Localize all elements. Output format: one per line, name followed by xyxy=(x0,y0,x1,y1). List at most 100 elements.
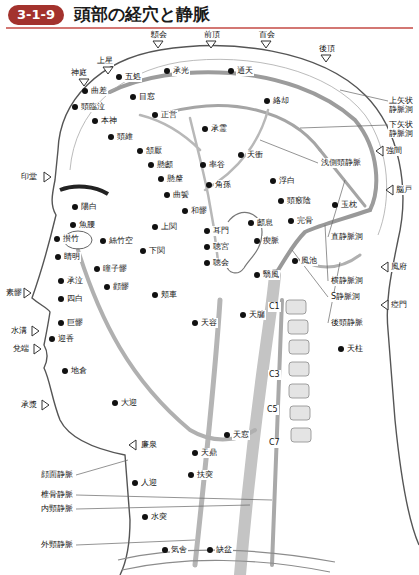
point-label: 通天 xyxy=(236,66,254,76)
cervical-spine xyxy=(286,300,311,442)
point-label: 浮白 xyxy=(278,176,296,186)
title: 頭部の経穴と静脈 xyxy=(74,4,210,24)
point-label: 四白 xyxy=(66,294,84,304)
point-label: 本神 xyxy=(100,116,118,126)
point-label: 上星 xyxy=(96,56,114,66)
point-label: 角孫 xyxy=(214,180,232,190)
point-label: 瞳子髎 xyxy=(102,264,128,274)
point-label: 攅竹 xyxy=(62,234,80,244)
point-label: 懸顱 xyxy=(156,160,174,170)
point-label: 頭維 xyxy=(116,132,134,142)
point-label: 天衝 xyxy=(246,150,264,160)
point-label: 耳門 xyxy=(212,226,230,236)
point-label: 懸釐 xyxy=(166,174,184,184)
point-label: 睛明 xyxy=(63,252,81,262)
point-label: 浅側頭静脈 xyxy=(320,158,362,168)
point-label: 承霊 xyxy=(210,124,228,134)
point-label: 頭竅陰 xyxy=(286,196,312,206)
point-label: 下矢状静脈洞 xyxy=(388,120,416,138)
point-label: 水突 xyxy=(150,512,168,522)
point-label: 素髎 xyxy=(5,288,23,298)
point-label: 頷厭 xyxy=(145,146,163,156)
point-label: 曲差 xyxy=(90,86,108,96)
point-label: 後頭静脈 xyxy=(330,318,364,328)
point-label: 頬車 xyxy=(160,290,178,300)
point-label: 承漿 xyxy=(20,400,38,410)
head-outline xyxy=(58,46,419,545)
section-number: 3-1-9 xyxy=(17,7,55,22)
point-label: 頭臨泣 xyxy=(80,102,106,112)
leader-lines xyxy=(76,90,388,545)
point-label: 扶突 xyxy=(196,470,214,480)
point-label: 脳戸 xyxy=(395,185,413,195)
point-label: 天容 xyxy=(200,318,218,328)
point-label: 曲鬢 xyxy=(172,190,190,200)
point-label: 前頂 xyxy=(203,30,221,40)
point-label: 椎骨静脈 xyxy=(40,490,74,500)
point-label: 率谷 xyxy=(208,160,226,170)
point-label: S静脈洞 xyxy=(330,292,361,302)
point-label: 気舎 xyxy=(170,545,188,555)
point-label: 下関 xyxy=(148,246,166,256)
point-label: 和髎 xyxy=(190,206,208,216)
point-label: 顖会 xyxy=(150,30,168,40)
point-label: 水溝 xyxy=(10,326,28,336)
point-label: 瘂門 xyxy=(390,300,408,310)
point-label: 瘈脈 xyxy=(262,236,280,246)
point-label: 人迎 xyxy=(140,478,158,488)
point-label: C5 xyxy=(266,405,279,415)
point-label: 魚腰 xyxy=(78,220,96,230)
point-label: 上矢状静脈洞 xyxy=(388,96,416,114)
skull-line xyxy=(70,59,387,235)
point-label: 顱息 xyxy=(256,218,274,228)
acupoint-dots xyxy=(49,68,344,553)
point-label: 五処 xyxy=(124,72,142,82)
point-label: 絲竹空 xyxy=(108,236,134,246)
point-label: 内頸静脈 xyxy=(40,504,74,514)
point-label: 大迎 xyxy=(120,398,138,408)
veins xyxy=(78,72,376,575)
point-label: 正営 xyxy=(160,110,178,120)
eyebrow xyxy=(60,187,108,194)
point-label: 翳風 xyxy=(262,270,280,280)
point-label: 絡却 xyxy=(272,96,290,106)
point-label: 完骨 xyxy=(296,216,314,226)
point-label: 強間 xyxy=(385,146,403,156)
point-label: C7 xyxy=(268,438,281,448)
point-label: 天牖 xyxy=(248,310,266,320)
point-label: 横静脈洞 xyxy=(330,276,364,286)
face-profile xyxy=(32,150,130,575)
point-label: 風府 xyxy=(390,262,408,272)
point-label: 上関 xyxy=(160,222,178,232)
point-label: 風池 xyxy=(300,256,318,266)
point-label: 聴宮 xyxy=(212,242,230,252)
point-label: 顴髎 xyxy=(112,282,130,292)
section-badge: 3-1-9 xyxy=(8,5,64,25)
point-label: 承光 xyxy=(172,66,190,76)
point-label: 目窓 xyxy=(138,92,156,102)
point-label: 神庭 xyxy=(70,68,88,78)
point-label: C1 xyxy=(268,302,281,312)
point-label: 天柱 xyxy=(346,344,364,354)
point-label: 外頸静脈 xyxy=(40,540,74,550)
point-label: 迎香 xyxy=(57,334,75,344)
point-label: 後頂 xyxy=(318,44,336,54)
point-label: C3 xyxy=(268,370,281,380)
point-label: 兌端 xyxy=(12,344,30,354)
point-label: 直静脈洞 xyxy=(330,232,364,242)
point-label: 陽白 xyxy=(80,202,98,212)
point-label: 印堂 xyxy=(20,172,38,182)
header-rule xyxy=(6,27,413,29)
point-label: 百会 xyxy=(258,30,276,40)
point-label: 顔面静脈 xyxy=(40,470,74,480)
point-label: 缺盆 xyxy=(215,545,233,555)
point-label: 天鼎 xyxy=(200,448,218,458)
point-label: 廉泉 xyxy=(140,440,158,450)
point-label: 天窓 xyxy=(232,430,250,440)
point-label: 地倉 xyxy=(70,366,88,376)
point-label: 玉枕 xyxy=(340,200,358,210)
point-label: 巨髎 xyxy=(66,318,84,328)
point-label: 承泣 xyxy=(66,276,84,286)
